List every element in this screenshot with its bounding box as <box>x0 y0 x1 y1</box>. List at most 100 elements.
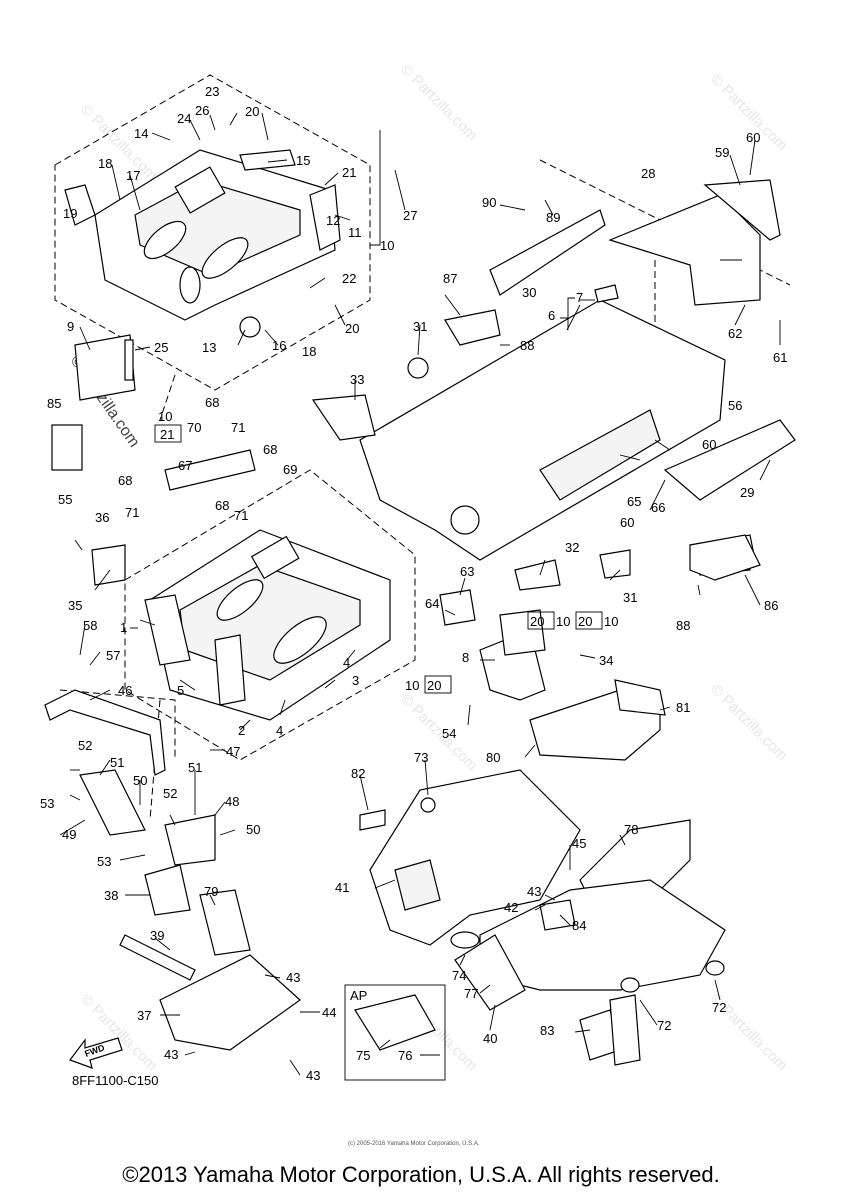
callout-49: 49 <box>62 827 76 842</box>
callout-6: 6 <box>548 308 555 323</box>
callout-79: 79 <box>204 884 218 899</box>
callout-54: 54 <box>442 726 456 741</box>
callout-40: 40 <box>483 1031 497 1046</box>
callout-72: 72 <box>712 1000 726 1015</box>
callout-4: 4 <box>343 655 350 670</box>
callout-20: 20 <box>427 678 441 693</box>
bracket-markers <box>130 297 603 694</box>
fwd-arrow: FWD <box>69 1037 123 1069</box>
callout-10: 10 <box>556 614 570 629</box>
callout-77: 77 <box>464 986 478 1001</box>
callout-1: 1 <box>120 620 127 635</box>
callout-10: 10 <box>604 614 618 629</box>
callout-43: 43 <box>527 884 541 899</box>
callout-17: 17 <box>126 168 140 183</box>
callout-68: 68 <box>263 442 277 457</box>
callout-22: 22 <box>342 271 356 286</box>
callout-20: 20 <box>530 614 544 629</box>
callout-50: 50 <box>133 773 147 788</box>
callout-80: 80 <box>486 750 500 765</box>
lower-frame-assembly <box>144 529 391 721</box>
callout-67: 67 <box>178 458 192 473</box>
callout-70: 70 <box>187 420 201 435</box>
callout-15: 15 <box>296 153 310 168</box>
callout-41: 41 <box>335 880 349 895</box>
callout-23: 23 <box>205 84 219 99</box>
callout-57: 57 <box>106 648 120 663</box>
callout-51: 51 <box>188 760 202 775</box>
watermark: © Partzilla.com <box>707 681 790 764</box>
callout-83: 83 <box>540 1023 554 1038</box>
callout-52: 52 <box>78 738 92 753</box>
callout-64: 64 <box>425 596 439 611</box>
callout-10: 10 <box>158 409 172 424</box>
callout-34: 34 <box>599 653 613 668</box>
callout-30: 30 <box>522 285 536 300</box>
callout-87: 87 <box>443 271 457 286</box>
callout-68: 68 <box>205 395 219 410</box>
callout-21: 21 <box>342 165 356 180</box>
callout-46: 46 <box>118 683 132 698</box>
callout-45: 45 <box>572 836 586 851</box>
callout-51: 51 <box>110 755 124 770</box>
callout-69: 69 <box>283 462 297 477</box>
callout-68: 68 <box>215 498 229 513</box>
callout-32: 32 <box>565 540 579 555</box>
callout-11: 11 <box>348 225 362 240</box>
callout-53: 53 <box>40 796 54 811</box>
front-cowling <box>359 679 726 1066</box>
small-copyright: (c) 2005-2016 Yamaha Motor Corporation, … <box>348 1141 480 1147</box>
callout-48: 48 <box>225 794 239 809</box>
callout-10: 10 <box>380 238 394 253</box>
callout-43: 43 <box>306 1068 320 1083</box>
callout-27: 27 <box>403 208 417 223</box>
callout-78: 78 <box>624 822 638 837</box>
callout-3: 3 <box>352 673 359 688</box>
tunnel <box>359 284 726 561</box>
callout-19: 19 <box>63 206 77 221</box>
callout-20: 20 <box>345 321 359 336</box>
callout-85: 85 <box>47 396 61 411</box>
callout-73: 73 <box>414 750 428 765</box>
leader-lines <box>59 112 781 1076</box>
callout-20: 20 <box>245 104 259 119</box>
callout-75: 75 <box>356 1048 370 1063</box>
callout-31: 31 <box>623 590 637 605</box>
callout-71: 71 <box>231 420 245 435</box>
callout-21: 21 <box>160 427 174 442</box>
callout-60: 60 <box>702 437 716 452</box>
callout-24: 24 <box>177 111 191 126</box>
callout-72: 72 <box>657 1018 671 1033</box>
front-bumper <box>44 689 216 916</box>
callout-52: 52 <box>163 786 177 801</box>
callout-89: 89 <box>546 210 560 225</box>
callout-5: 5 <box>177 683 184 698</box>
callout-43: 43 <box>286 970 300 985</box>
callout-71: 71 <box>125 505 139 520</box>
callout-60: 60 <box>620 515 634 530</box>
callout-65: 65 <box>627 494 641 509</box>
callout-56: 56 <box>728 398 742 413</box>
diagram-code: 8FF1100-C150 <box>72 1073 158 1088</box>
callout-44: 44 <box>322 1005 336 1020</box>
callout-31: 31 <box>413 319 427 334</box>
callout-9: 9 <box>67 319 74 334</box>
watermark: © Partzilla.com <box>397 61 480 144</box>
ap-label: AP <box>350 988 367 1003</box>
callout-39: 39 <box>150 928 164 943</box>
callout-82: 82 <box>351 766 365 781</box>
callout-4: 4 <box>276 723 283 738</box>
ap-inset-border <box>344 984 446 1081</box>
callout-33: 33 <box>350 372 364 387</box>
callout-61: 61 <box>773 350 787 365</box>
callout-10: 10 <box>405 678 419 693</box>
callout-18: 18 <box>98 156 112 171</box>
callout-12: 12 <box>326 213 340 228</box>
callout-28: 28 <box>641 166 655 181</box>
callout-68: 68 <box>118 473 132 488</box>
callout-labels: 23 26 20 24 14 15 18 17 21 27 19 12 11 1… <box>40 84 787 1083</box>
callout-88: 88 <box>676 618 690 633</box>
callout-20: 20 <box>578 614 592 629</box>
callout-18: 18 <box>302 344 316 359</box>
callout-59: 59 <box>715 145 729 160</box>
